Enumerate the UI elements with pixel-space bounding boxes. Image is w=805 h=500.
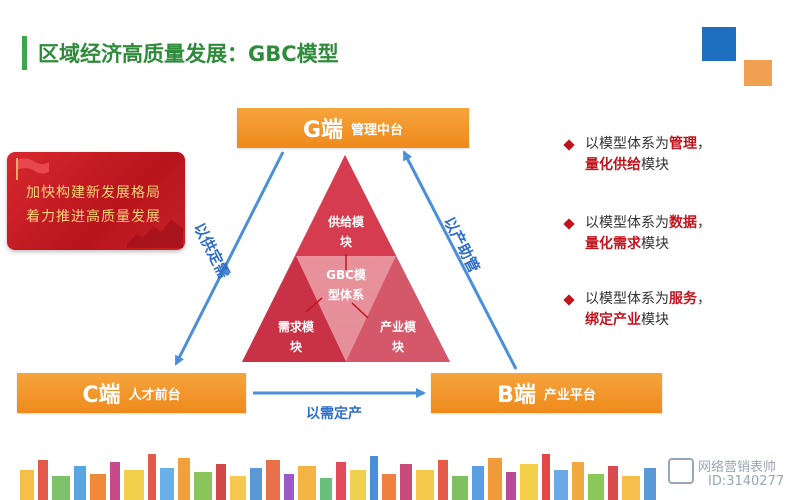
node-g-letter: G端 <box>302 118 344 143</box>
bullet-2: 以模型体系为数据， 量化需求模块 <box>563 213 711 255</box>
diamond-bullet-icon <box>563 139 575 151</box>
label-supply: 供给模 块 <box>316 212 376 252</box>
slogan-banner <box>7 152 185 250</box>
diamond-bullet-icon <box>563 294 575 306</box>
flag-icon <box>16 158 49 180</box>
bullet-3-tail: ， <box>697 291 711 307</box>
diamond-bullet-icon <box>563 218 575 230</box>
bullet-2-post: 模块 <box>641 236 669 252</box>
decor-blue-square <box>702 27 736 61</box>
bullet-2-pre: 以模型体系为 <box>585 215 669 231</box>
node-g-name: 管理中台 <box>351 122 404 138</box>
city-skyline-decoration <box>20 454 656 500</box>
triangle-industry <box>346 256 450 362</box>
bullet-1-key: 管理 <box>669 136 697 152</box>
label-industry: 产业模 块 <box>368 317 428 357</box>
title-accent-bar <box>22 36 27 70</box>
bullet-1-pre: 以模型体系为 <box>585 136 669 152</box>
label-center-line1: GBC模 <box>326 268 366 282</box>
decor-orange-square <box>744 60 772 86</box>
node-c-letter: C端 <box>82 383 121 408</box>
bullet-1: 以模型体系为管理， 量化供给模块 <box>563 134 711 176</box>
bullet-3-post: 模块 <box>641 312 669 328</box>
label-industry-line1: 产业模 <box>379 320 416 334</box>
label-industry-line2: 块 <box>391 340 404 354</box>
triangle-demand <box>242 256 346 362</box>
node-g: G端 管理中台 <box>237 108 469 148</box>
triangle-center <box>296 256 396 362</box>
label-demand-line2: 块 <box>289 340 302 354</box>
watermark-logo-icon <box>668 458 694 484</box>
bullet-1-tail: ， <box>697 136 711 152</box>
node-b-name: 产业平台 <box>543 387 596 403</box>
arrow-label-bottom: 以需定产 <box>306 406 362 422</box>
bullet-2-text: 以模型体系为数据， 量化需求模块 <box>585 213 711 255</box>
bullet-2-key: 数据 <box>669 215 697 231</box>
arrow-g-to-c <box>174 151 285 366</box>
node-c-name: 人才前台 <box>128 387 181 403</box>
bullet-2-tail: ， <box>697 215 711 231</box>
bullet-3-key2: 绑定产业 <box>585 312 641 328</box>
page-title: 区域经济高质量发展：GBC模型 <box>38 42 339 66</box>
bullet-1-text: 以模型体系为管理， 量化供给模块 <box>585 134 711 176</box>
node-b: B端 产业平台 <box>431 373 662 413</box>
triangle-supply <box>296 155 396 256</box>
inner-arrow-right <box>351 302 369 319</box>
node-b-letter: B端 <box>497 383 536 408</box>
label-center: GBC模 型体系 <box>316 265 376 305</box>
watermark-line-2: ID:3140277 <box>708 474 785 489</box>
bullet-3: 以模型体系为服务， 绑定产业模块 <box>563 289 711 331</box>
label-demand: 需求模 块 <box>266 317 326 357</box>
arrow-b-to-g <box>402 150 518 370</box>
label-center-line2: 型体系 <box>327 288 364 302</box>
node-c: C端 人才前台 <box>17 373 246 413</box>
great-wall-icon <box>127 220 183 248</box>
watermark-line-1: 网络营销表帅 <box>698 460 777 475</box>
inner-arrow-left <box>305 297 323 313</box>
label-supply-line1: 供给模 <box>327 215 364 229</box>
bullet-3-pre: 以模型体系为 <box>585 291 669 307</box>
bullet-3-text: 以模型体系为服务， 绑定产业模块 <box>585 289 711 331</box>
label-supply-line2: 块 <box>339 235 352 249</box>
bullet-1-key2: 量化供给 <box>585 157 641 173</box>
banner-line-2: 着力推进高质量发展 <box>26 209 161 225</box>
bullet-2-key2: 量化需求 <box>585 236 641 252</box>
bullet-1-post: 模块 <box>641 157 669 173</box>
label-demand-line1: 需求模 <box>277 320 314 334</box>
banner-line-1: 加快构建新发展格局 <box>26 185 161 201</box>
bullet-3-key: 服务 <box>669 291 697 307</box>
